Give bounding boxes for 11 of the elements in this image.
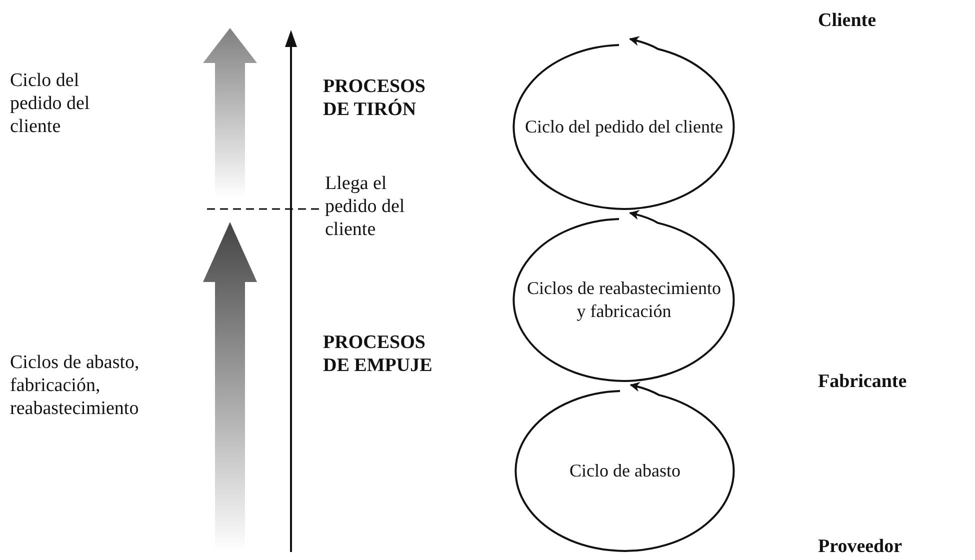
cycle-label: Ciclo de abasto	[568, 460, 682, 482]
stage-label: Proveedor	[818, 535, 904, 558]
section-heading: PROCESOS DE TIRÓN	[323, 75, 426, 121]
cycle-label: Ciclo del pedido del cliente	[524, 116, 724, 138]
side-note: Ciclo del pedido del cliente	[10, 69, 91, 138]
side-note: Ciclos de abasto, fabricación, reabastecimiento	[10, 351, 140, 420]
side-note: Llega el pedido del cliente	[325, 172, 406, 241]
cycle-label: Ciclos de reabastecimiento y fabricación	[526, 277, 722, 323]
section-heading: PROCESOS DE EMPUJE	[323, 331, 434, 377]
stage-label: Cliente	[818, 9, 878, 32]
stage-label: Fabricante	[818, 370, 908, 393]
